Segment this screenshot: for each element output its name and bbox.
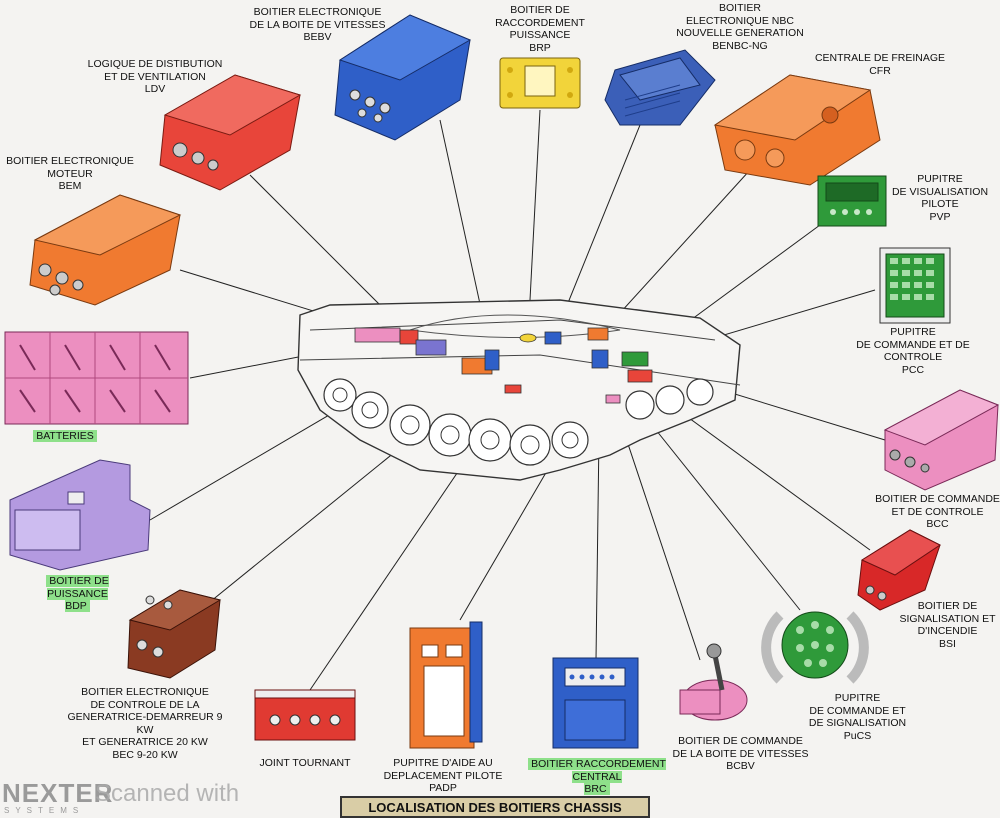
label-batteries-text: BATTERIES [33,430,97,442]
brand-logo: NEXTER [2,778,114,808]
label-brp: BOITIER DE RACCORDEMENT PUISSANCE BRP [495,4,585,54]
bem-box [29,194,182,306]
label-bdp: BOITIER DE PUISSANCE BDP [15,575,140,613]
joint-tournant-box [254,689,356,741]
label-bec: BOITIER ELECTRONIQUE DE CONTROLE DE LA G… [67,686,223,761]
bsi-box [857,529,941,611]
ldv-box [159,74,302,191]
label-brc: BOITIER RACCORDEMENT CENTRAL BRC [527,758,667,796]
label-joint-tournant: JOINT TOURNANT [259,757,351,769]
label-bcbv: BOITIER DE COMMANDE DE LA BOITE DE VITES… [672,735,809,772]
bdp-box [9,459,151,571]
pcc-box [879,247,951,324]
label-pcc: PUPITRE DE COMMANDE ET DE CONTROLE PCC [856,326,970,376]
label-pucs: PUPITRE DE COMMANDE ET DE SIGNALISATION … [808,692,907,742]
label-padp: PUPITRE D'AIDE AU DEPLACEMENT PILOTE PAD… [383,757,503,794]
label-brc-text: BOITIER RACCORDEMENT CENTRAL BRC [528,758,666,795]
label-bdp-text: BOITIER DE PUISSANCE BDP [46,575,109,612]
label-batteries: BATTERIES [30,430,100,443]
label-ldv: LOGIQUE DE DISTIBUTION ET DE VENTILATION… [87,58,223,95]
bcbv-box [679,643,748,721]
pucs-box [761,611,869,684]
bebv-box [334,14,472,141]
label-pvp: PUPITRE DE VISUALISATION PILOTE PVP [891,173,989,223]
brand-logo-sub: SYSTEMS [4,806,85,815]
label-bsi: BOITIER DE SIGNALISATION ET D'INCENDIE B… [899,600,996,650]
scan-watermark: Scanned with [95,780,240,807]
label-cfr: CENTRALE DE FREINAGE CFR [814,52,946,77]
label-bebv: BOITIER ELECTRONIQUE DE LA BOITE DE VITE… [249,6,386,43]
label-bcc: BOITIER DE COMMANDE ET DE CONTROLE BCC [875,493,1000,530]
pvp-box [817,175,887,227]
benbc-box [604,49,716,126]
cfr-box [713,74,881,186]
brp-box [499,57,581,109]
bec-box [127,589,222,679]
tank-chassis [297,299,741,481]
padp-box [409,621,483,749]
label-benbc: BOITIER ELECTRONIQUE NBC NOUVELLE GENERA… [676,2,804,52]
diagram-title: LOCALISATION DES BOITIERS CHASSIS [340,796,650,818]
bcc-box [883,389,1000,491]
brc-box [552,657,639,749]
label-bem: BOITIER ELECTRONIQUE MOTEUR BEM [6,155,134,192]
batteries-box [4,331,189,425]
